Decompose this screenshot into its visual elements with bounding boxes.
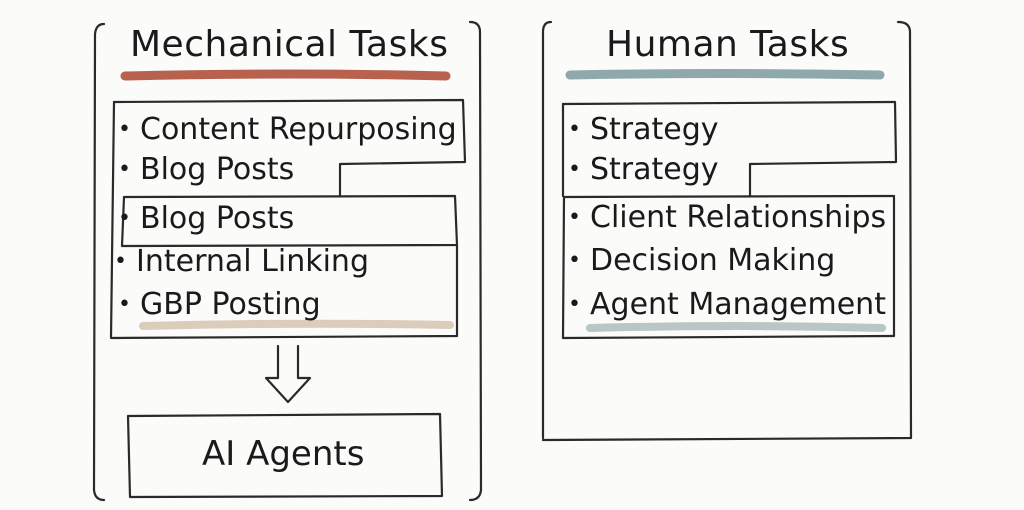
mechanical-list-box-top: [112, 98, 467, 198]
human-item-label: Strategy: [590, 152, 719, 187]
bullet-icon: •: [118, 157, 131, 182]
mechanical-title: Mechanical Tasks: [130, 24, 449, 65]
human-item: • Decision Making: [568, 246, 835, 276]
human-item-label: Agent Management: [590, 287, 886, 322]
bullet-icon: •: [118, 292, 131, 317]
down-arrow-icon: [264, 344, 312, 404]
human-item: • Agent Management: [568, 290, 886, 320]
mechanical-item-label: Content Repurposing: [140, 112, 457, 147]
mechanical-item: • Internal Linking: [114, 247, 369, 277]
mechanical-item: • Blog Posts: [118, 204, 294, 234]
mechanical-title-underline: [120, 69, 451, 81]
human-list-box-bottom: [561, 194, 896, 340]
mechanical-item: • Blog Posts: [118, 155, 294, 185]
human-list-box-top: [561, 100, 898, 198]
bullet-icon: •: [118, 117, 131, 142]
human-title-underline: [565, 69, 885, 80]
bullet-icon: •: [118, 206, 131, 231]
mechanical-item-label: Blog Posts: [140, 152, 295, 187]
mechanical-list-box-left: [109, 100, 459, 340]
human-item: • Client Relationships: [568, 203, 886, 233]
bullet-icon: •: [568, 205, 581, 230]
mechanical-item: • GBP Posting: [118, 290, 321, 320]
human-item-label: Strategy: [590, 112, 719, 147]
human-title: Human Tasks: [606, 24, 850, 65]
human-item: • Strategy: [568, 155, 719, 185]
ai-agents-label: AI Agents: [202, 434, 365, 474]
bullet-icon: •: [114, 249, 127, 274]
mechanical-panel-frame: [92, 20, 483, 502]
human-item-label: Client Relationships: [590, 200, 887, 235]
bullet-icon: •: [568, 248, 581, 273]
mechanical-blog-posts-box: [120, 194, 459, 248]
bullet-icon: •: [568, 292, 581, 317]
human-item: • Strategy: [568, 115, 719, 145]
human-item-label: Decision Making: [590, 243, 836, 278]
bullet-icon: •: [568, 117, 581, 142]
human-highlight-bar: [586, 322, 886, 332]
ai-agents-box: [126, 412, 444, 499]
bullet-icon: •: [568, 157, 581, 182]
human-panel-frame: [541, 20, 913, 442]
mechanical-item-label: GBP Posting: [140, 287, 321, 322]
mechanical-highlight-bar: [139, 319, 454, 330]
mechanical-item-label: Blog Posts: [140, 201, 295, 236]
mechanical-item-label: Internal Linking: [136, 244, 369, 279]
mechanical-item: • Content Repurposing: [118, 115, 457, 145]
